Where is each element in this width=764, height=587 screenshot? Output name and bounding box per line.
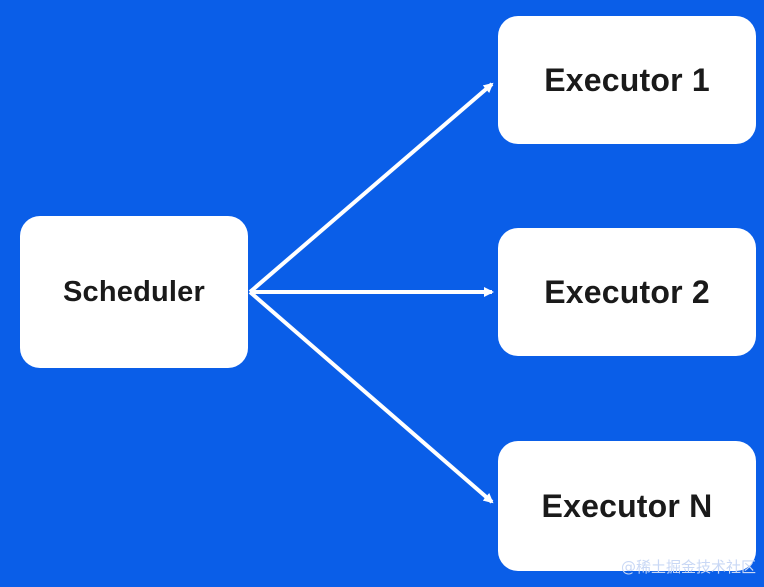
executor-2-label: Executor 2	[544, 273, 710, 310]
scheduler-node: Scheduler	[20, 216, 248, 368]
executor-1-label: Executor 1	[544, 61, 710, 98]
arrow-scheduler-to-executor-n	[248, 290, 494, 504]
executor-2-node: Executor 2	[498, 228, 756, 356]
executor-1-node: Executor 1	[498, 16, 756, 144]
arrow-scheduler-to-executor-1	[248, 82, 494, 294]
executor-n-label: Executor N	[541, 487, 713, 524]
scheduler-label: Scheduler	[62, 275, 205, 308]
executor-n-node: Executor N	[498, 441, 756, 571]
watermark: @稀土掘金技术社区	[620, 558, 756, 576]
